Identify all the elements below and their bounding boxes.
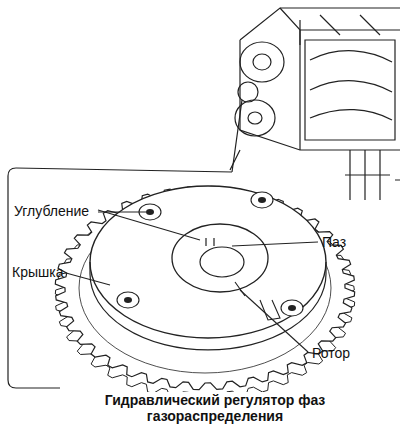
bolt-lug xyxy=(251,192,273,208)
bolt-lug xyxy=(281,300,303,316)
slot xyxy=(206,238,214,246)
sprocket-teeth xyxy=(55,186,354,389)
part-label: Ротор xyxy=(312,345,350,361)
engine-sketch xyxy=(230,8,400,200)
leader-lines xyxy=(66,210,318,352)
part-label: Крышка xyxy=(12,264,63,280)
figure-caption: Гидравлический регулятор фаз газораспред… xyxy=(80,392,350,424)
part-label: Паз xyxy=(322,234,346,250)
sprocket xyxy=(55,186,354,400)
cover xyxy=(90,186,326,338)
part-label: Углубление xyxy=(14,203,89,219)
rotor xyxy=(172,224,268,292)
detail-circle xyxy=(238,82,258,102)
bolt-lug xyxy=(117,292,139,308)
